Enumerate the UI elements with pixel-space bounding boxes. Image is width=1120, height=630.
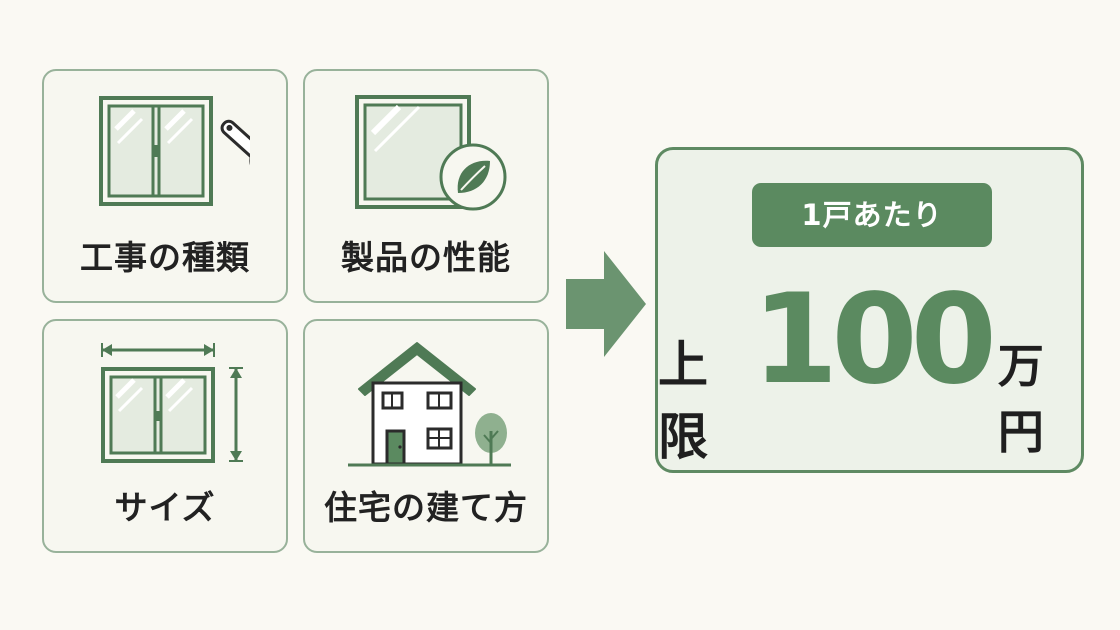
limit-amount: 100 xyxy=(752,268,997,412)
subsidy-limit: 上限 100 万円 xyxy=(658,268,1081,466)
factor-card-product-performance: 製品の性能 xyxy=(303,69,549,303)
window-leaf-icon xyxy=(355,95,507,211)
limit-prefix: 上限 xyxy=(658,336,710,466)
arrow-right-icon xyxy=(566,251,646,357)
factor-card-construction-type: 工事の種類 xyxy=(42,69,288,303)
factor-label: 工事の種類 xyxy=(80,238,250,277)
house-tree-icon xyxy=(348,342,511,467)
factor-label: 住宅の建て方 xyxy=(324,488,528,527)
window-dimension-icon xyxy=(101,343,243,463)
factor-card-building-type: 住宅の建て方 xyxy=(303,319,549,553)
factor-label: サイズ xyxy=(114,488,216,527)
subsidy-limit-panel: 1戸あたり 上限 100 万円 xyxy=(655,147,1084,473)
factor-card-size: サイズ xyxy=(42,319,288,553)
limit-unit: 万円 xyxy=(997,339,1046,459)
window-wrench-icon xyxy=(99,96,250,206)
per-household-badge: 1戸あたり xyxy=(752,183,992,247)
factor-label: 製品の性能 xyxy=(341,238,511,277)
